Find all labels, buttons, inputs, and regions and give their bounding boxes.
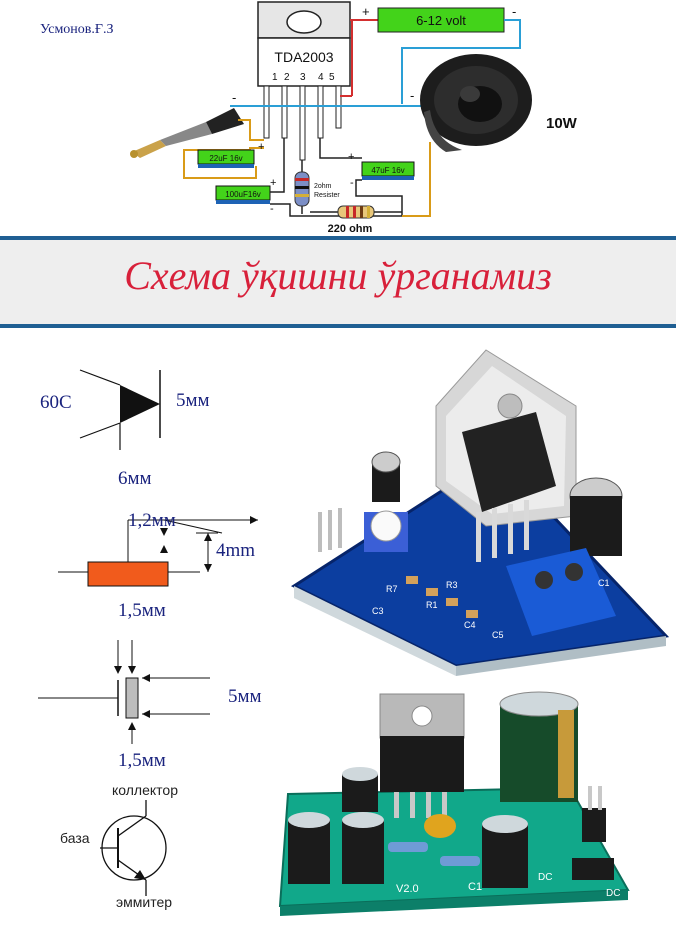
minus-sign: - <box>512 4 516 19</box>
resistor-top-label: 1,2мм <box>128 510 176 531</box>
svg-text:+: + <box>270 177 276 189</box>
minus-sign: - <box>410 88 414 103</box>
author-name: Усмонов.Ғ.З <box>40 22 114 37</box>
speaker-power-label: 10W <box>546 115 578 132</box>
svg-text:47uF 16v: 47uF 16v <box>371 166 404 175</box>
pin-label: 1 <box>272 72 278 83</box>
svg-text:-: - <box>270 203 274 215</box>
pin-label: 5 <box>329 72 335 83</box>
power-label: 6-12 volt <box>416 13 466 28</box>
pin-label: 2 <box>284 72 290 83</box>
board-label: R1 <box>426 600 438 610</box>
board-label: V2.0 <box>396 883 419 895</box>
amplifier-board-green: V2.0 C1 DC DC <box>278 691 630 916</box>
base-label: база <box>60 830 90 846</box>
minus-sign: - <box>232 90 236 105</box>
diode-height-label: 6мм <box>118 468 152 489</box>
dimension-drawings <box>38 369 258 896</box>
power-supply: 6-12 volt + - <box>340 4 521 104</box>
board-label: DC <box>606 888 620 899</box>
board-label: C4 <box>464 620 476 630</box>
svg-text:220 ohm: 220 ohm <box>328 223 373 235</box>
board-label: C5 <box>492 630 504 640</box>
chip-label: TDA2003 <box>274 49 333 65</box>
resistor-dimension <box>58 516 258 587</box>
tda2003-chip: TDA2003 1 2 3 4 5 <box>257 1 351 161</box>
svg-text:-: - <box>350 177 354 189</box>
svg-text:+: + <box>258 141 264 153</box>
emitter-label: эммитер <box>116 894 173 910</box>
collector-label: коллектор <box>112 782 178 798</box>
resistor-bottom-label: 1,5мм <box>118 600 166 621</box>
capacitor-bottom-label: 1,5мм <box>118 750 166 771</box>
board-label: DC <box>538 872 552 883</box>
board-label: C1 <box>598 578 610 588</box>
title-banner <box>0 236 676 328</box>
banner-title: Схема ўқишни ўрганамиз <box>124 253 552 298</box>
capacitor-dimension <box>38 640 210 744</box>
svg-text:Resister: Resister <box>314 192 340 199</box>
resistor-2ohm: 2ohm Resister <box>294 160 340 214</box>
resistor-height-label: 4mm <box>216 540 256 561</box>
capacitor-22uf: 22uF 16v + <box>183 141 264 179</box>
capacitor-47uf: 47uF 16v + - <box>319 138 415 216</box>
amplifier-board-blue: R7 C3 R1 R3 C4 D1 C5 C1 <box>290 349 670 676</box>
pin-label: 3 <box>300 72 306 83</box>
diode-symbol <box>79 369 161 450</box>
resistor-220ohm: 220 ohm <box>310 205 402 235</box>
audio-jack <box>130 108 244 158</box>
diode-ref-label: 60C <box>40 392 72 413</box>
svg-text:100uF16v: 100uF16v <box>225 190 261 199</box>
pin-label: 4 <box>318 72 324 83</box>
board-label: C3 <box>372 606 384 616</box>
svg-text:22uF 16v: 22uF 16v <box>209 154 242 163</box>
board-label: R7 <box>386 584 398 594</box>
svg-text:+: + <box>348 151 354 163</box>
capacitor-height-label: 5мм <box>228 686 262 707</box>
transistor-symbol <box>100 800 167 896</box>
board-label: D1 <box>622 554 634 564</box>
speaker-icon <box>420 54 532 152</box>
amplifier-schematic: TDA2003 1 2 3 4 5 6-12 volt + - - - <box>130 1 578 235</box>
plus-sign: + <box>362 4 370 19</box>
board-label: R3 <box>446 580 458 590</box>
board-label: C1 <box>468 881 482 893</box>
diode-width-label: 5мм <box>176 390 210 411</box>
svg-text:2ohm: 2ohm <box>314 183 332 190</box>
